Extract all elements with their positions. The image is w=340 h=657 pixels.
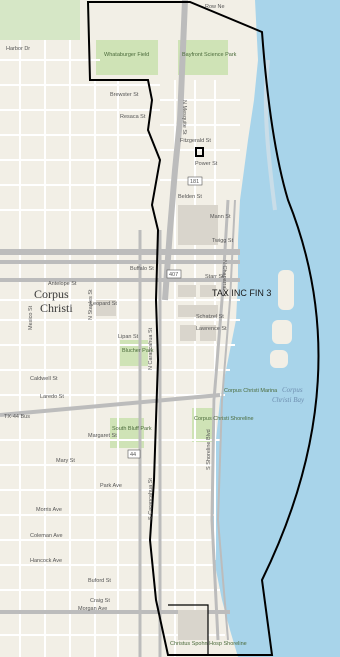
street-label-morgan: Morgan Ave: [78, 606, 107, 612]
street-label-carancahua-s: S Carancahua St: [148, 478, 154, 520]
street-label-hancock: Hancock Ave: [30, 558, 62, 564]
hwy-407-label: 407: [169, 272, 178, 278]
park-label-whataburger: Whataburger Field: [104, 52, 149, 58]
street-label-harbor: Harbor Dr: [6, 46, 30, 52]
highway-shields: [127, 176, 203, 459]
park-label-blucher: Blucher Park: [122, 348, 154, 354]
park-whataburger: [96, 40, 158, 75]
street-label-leopard: Leopard St: [90, 301, 117, 307]
park-label-shopping: Christus Spohn Hosp Shoreline: [170, 641, 247, 647]
street-label-lipan: Lipan St: [118, 334, 139, 340]
street-label-resaca: Resaca St: [120, 114, 146, 120]
water-label-line1: Corpus: [282, 386, 303, 394]
district-boundary: [86, 1, 320, 656]
street-label-caldwell: Caldwell St: [30, 376, 58, 382]
street-label-morris: Morris Ave: [36, 507, 62, 513]
park-shoreline: [192, 408, 214, 442]
street-label-antelope: Antelope St: [48, 281, 77, 287]
street-label-twigg: Twigg St: [212, 238, 234, 244]
park-bayfront: [178, 40, 228, 75]
parcel-marker: [195, 147, 204, 157]
street-label-buffalo: Buffalo St: [130, 266, 154, 272]
street-label-buford: Buford St: [88, 578, 111, 584]
street-label-belden: Belden St: [178, 194, 202, 200]
street-label-tx44: TX-44 Bus: [4, 414, 30, 420]
district-boundary-south: [168, 604, 209, 655]
water-label-line2: Christi Bay: [272, 396, 305, 404]
minor-streets: [0, 40, 240, 657]
hwy-44-label: 44: [130, 452, 136, 458]
marina-pier-1: [278, 270, 294, 310]
park-label-cole: Corpus Christi Shoreline: [194, 416, 254, 422]
marina-pier-3: [270, 350, 288, 368]
street-label-laredo: Laredo St: [40, 394, 64, 400]
street-label-starr: Starr St: [205, 274, 224, 280]
street-label-mary: Mary St: [56, 458, 75, 464]
street-label-staples: N Staples St: [88, 289, 94, 320]
park-label-bayfront: Bayfront Science Park: [182, 52, 237, 58]
street-label-fitzgerald: Fitzgerald St: [180, 138, 211, 144]
street-label-carancahua-n: N Carancahua St: [148, 327, 154, 370]
marina-pier-2: [272, 320, 292, 344]
district-label: TAX INC FIN 3: [212, 288, 271, 298]
city-label-line2: Christi: [40, 301, 73, 315]
street-label-schatzel: Schatzel St: [196, 314, 224, 320]
street-label-margaret: Margaret St: [88, 433, 117, 439]
street-label-shoreline: S Shoreline Blvd: [206, 429, 212, 470]
hwy-181-label: 181: [190, 179, 199, 185]
park-south-bluff: [110, 418, 144, 448]
street-label-lawrence: Lawrence St: [196, 326, 227, 332]
city-label-line1: Corpus: [34, 287, 69, 301]
street-label-craig: Craig St: [90, 598, 110, 604]
building-blocks: [96, 205, 218, 640]
street-label-mesquite: N Mesquite St: [181, 100, 187, 135]
street-label-brewster: Brewster St: [110, 92, 139, 98]
street-label-coleman: Coleman Ave: [30, 533, 63, 539]
major-roads: [0, 0, 240, 657]
park-label-marina: Corpus Christi Marina: [224, 388, 278, 394]
street-label-power: Power St: [195, 161, 218, 167]
street-label-chaparral: N Chaparral St: [221, 260, 227, 297]
street-label-row: Row Ne: [205, 4, 225, 10]
street-label-mann: Mann St: [210, 214, 231, 220]
park-northwest: [0, 0, 80, 40]
park-label-south-bluff: South Bluff Park: [112, 426, 152, 432]
street-label-mexico: Mexico St: [28, 305, 34, 330]
street-label-park: Park Ave: [100, 483, 122, 489]
